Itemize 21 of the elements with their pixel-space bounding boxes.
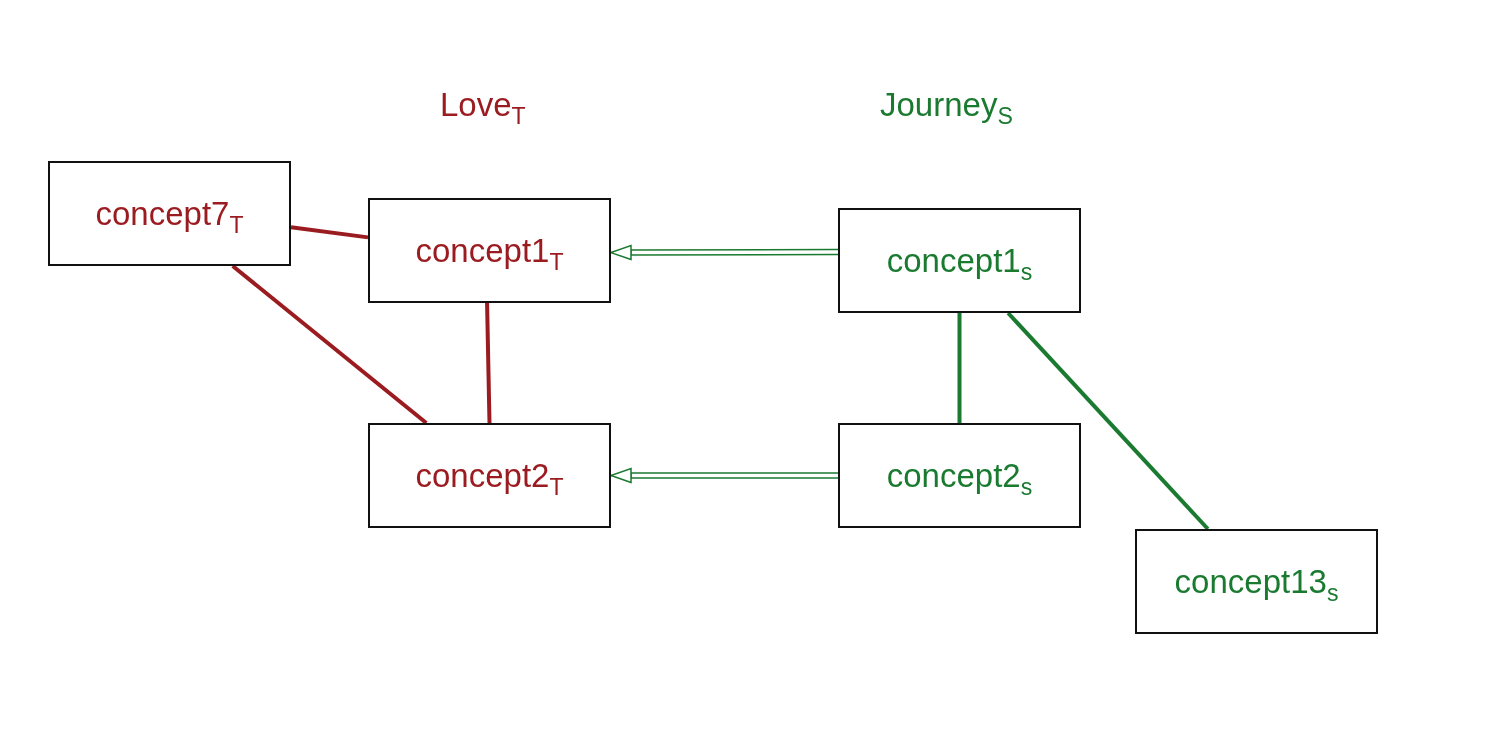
concept-box xyxy=(368,423,611,528)
double-line-arrow xyxy=(610,244,839,261)
concept-box xyxy=(1135,529,1378,634)
concept-label: concept1$_{T}$ xyxy=(415,231,564,270)
connector-line xyxy=(957,313,962,423)
concept-label: concept7$_{T}$ xyxy=(95,194,244,233)
connector-line xyxy=(231,264,428,425)
connector-line xyxy=(290,225,369,240)
connector-line xyxy=(1006,311,1210,531)
concept-box xyxy=(838,208,1081,313)
domain-title: Love$_{T}$ xyxy=(440,86,526,124)
concept-label: concept2$_{T}$ xyxy=(415,456,564,495)
domain-title: Journey$_{S}$ xyxy=(880,86,1013,124)
concept-box xyxy=(838,423,1081,528)
concept-label: concept13$_{s}$ xyxy=(1174,562,1339,601)
connector-line xyxy=(485,302,492,424)
concept-box xyxy=(48,161,291,266)
concept-label: concept1$_{s}$ xyxy=(886,241,1033,280)
double-line-arrow xyxy=(610,467,839,484)
concept-box xyxy=(368,198,611,303)
concept-label: concept2$_{s}$ xyxy=(886,456,1033,495)
